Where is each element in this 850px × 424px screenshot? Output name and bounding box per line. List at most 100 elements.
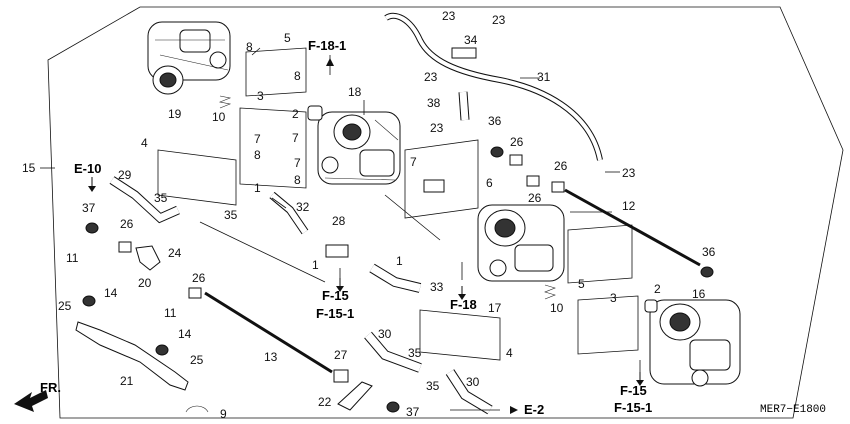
callout-31: 31 <box>537 70 551 84</box>
callout-11b: 11 <box>164 306 177 320</box>
callout-38: 38 <box>427 96 441 110</box>
callout-7a: 7 <box>254 132 261 146</box>
callout-13: 13 <box>264 350 278 364</box>
fuel-hose-31-inner <box>384 13 602 161</box>
callout-35d: 35 <box>426 379 440 393</box>
callout-10b: 10 <box>550 301 564 315</box>
assembly-frame <box>47 6 844 419</box>
group-box-5a <box>245 47 307 97</box>
ref-f15-1-b: F-15-1 <box>614 400 652 415</box>
spring-10b <box>544 284 556 300</box>
callout-2a: 2 <box>292 107 299 121</box>
group-box-6 <box>404 139 479 219</box>
carburetor-17 <box>477 204 565 282</box>
hose-33-inner <box>369 264 421 292</box>
callout-12: 12 <box>622 199 636 213</box>
callout-11a: 11 <box>66 251 79 265</box>
tee-28 <box>325 244 349 258</box>
callout-4a: 4 <box>141 136 148 150</box>
callout-14b: 14 <box>178 327 192 341</box>
callout-36b: 36 <box>702 245 716 259</box>
callout-26a: 26 <box>120 217 134 231</box>
callout-37a: 37 <box>82 201 96 215</box>
callout-5b: 5 <box>578 277 585 291</box>
collar-2a <box>307 105 323 121</box>
callout-6: 6 <box>486 176 493 190</box>
callout-23e: 23 <box>622 166 636 180</box>
callout-18: 18 <box>348 85 362 99</box>
stay-21 <box>75 321 189 391</box>
spring-10a <box>218 95 232 109</box>
callout-26b: 26 <box>192 271 206 285</box>
ref-e2: E-2 <box>524 402 544 417</box>
callout-37b: 37 <box>406 405 420 419</box>
ref-f18: F-18 <box>450 297 477 312</box>
nut-37 <box>85 222 99 234</box>
carburetor-19 <box>147 21 231 95</box>
joint-26e <box>551 181 565 193</box>
callout-32: 32 <box>296 200 310 214</box>
callout-22: 22 <box>318 395 332 409</box>
callout-7c: 7 <box>294 156 301 170</box>
callout-25b: 25 <box>190 353 204 367</box>
callout-3b: 3 <box>610 291 617 305</box>
group-box-3a <box>239 107 307 189</box>
callout-7d: 7 <box>410 155 417 169</box>
rod-13 <box>204 291 333 374</box>
callout-5a: 5 <box>284 31 291 45</box>
callout-16: 16 <box>692 287 706 301</box>
sub-hose <box>384 194 441 241</box>
callout-21: 21 <box>120 374 134 388</box>
callout-labels: 15 19 8 5 8 10 3 2 18 7 8 7 7 8 4 29 35 … <box>22 9 716 421</box>
collar-2b <box>644 299 658 313</box>
nut-37b <box>386 401 400 413</box>
callout-29: 29 <box>118 168 132 182</box>
group-box-3b <box>577 295 639 355</box>
callout-34: 34 <box>464 33 478 47</box>
callout-27: 27 <box>334 348 348 362</box>
nut-36b <box>700 266 714 278</box>
callout-14a: 14 <box>104 286 118 300</box>
washer-25b <box>155 344 169 356</box>
washer-25a <box>82 295 96 307</box>
diagram-code: MER7−E1800 <box>760 404 826 416</box>
callout-23c: 23 <box>424 70 438 84</box>
ref-f18-1: F-18-1 <box>308 38 346 53</box>
hose-30b-inner <box>446 369 493 414</box>
callout-35c: 35 <box>408 346 422 360</box>
joint-27 <box>333 369 349 383</box>
callout-35b: 35 <box>224 208 238 222</box>
carburetor-16 <box>649 299 741 387</box>
callout-25a: 25 <box>58 299 72 313</box>
callout-1c: 1 <box>396 254 403 268</box>
callout-4b: 4 <box>506 346 513 360</box>
ref-f15-a: F-15 <box>322 288 349 303</box>
hose-29-inner <box>110 177 180 223</box>
link-22 <box>337 381 373 411</box>
callout-7b: 7 <box>292 131 299 145</box>
callout-8c: 8 <box>254 148 261 162</box>
joint-26d <box>526 175 540 187</box>
stay-24 <box>135 245 161 271</box>
callout-23b: 23 <box>492 13 506 27</box>
carburetor-18 <box>317 111 401 185</box>
clip-9 <box>185 405 209 413</box>
callout-30a: 30 <box>378 327 392 341</box>
callout-1b: 1 <box>312 258 319 272</box>
callout-8b: 8 <box>294 69 301 83</box>
callout-10a: 10 <box>212 110 226 124</box>
leader-lines <box>40 47 641 411</box>
front-label: FR. <box>40 380 61 395</box>
callout-33: 33 <box>430 280 444 294</box>
callout-26d: 26 <box>528 191 542 205</box>
callout-19: 19 <box>168 107 182 121</box>
callout-1a: 1 <box>254 181 261 195</box>
callout-2b: 2 <box>654 282 661 296</box>
callout-36a: 36 <box>488 114 502 128</box>
hose-32-inner <box>270 192 308 234</box>
callout-15: 15 <box>22 161 36 175</box>
ref-f15-b: F-15 <box>620 383 647 398</box>
ref-f15-1-a: F-15-1 <box>316 306 354 321</box>
